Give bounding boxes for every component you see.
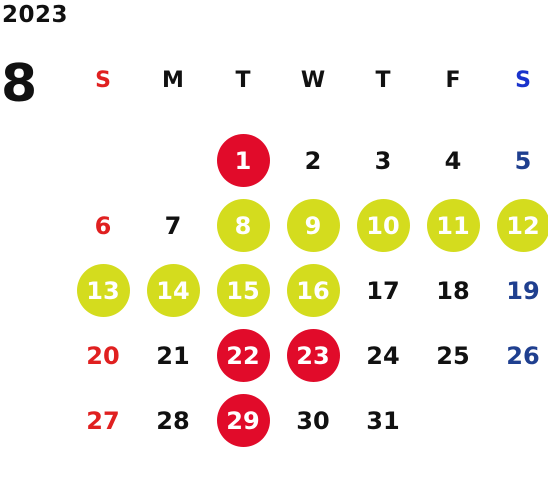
day-number: 18 (436, 276, 470, 305)
day-cell-1: 1 (208, 128, 278, 193)
highlight-yellow-day: 9 (286, 199, 340, 252)
weekday-wed: W (300, 67, 326, 93)
day-cell-20: 20 (68, 323, 138, 388)
weekday-sun: S (95, 67, 111, 93)
day-number: 31 (366, 406, 400, 435)
highlight-red-day: 1 (216, 134, 270, 187)
day-cell-14: 14 (138, 258, 208, 323)
day-number: 3 (374, 146, 392, 175)
day-cell-22: 22 (208, 323, 278, 388)
calendar-month: 8 (1, 54, 38, 114)
day-cell-2: 2 (278, 128, 348, 193)
day-cell-11: 11 (418, 193, 488, 258)
day-number: 25 (436, 341, 470, 370)
day-number: 20 (86, 341, 120, 370)
day-cell-29: 29 (208, 388, 278, 453)
empty-day-cell (418, 388, 488, 453)
day-number: 24 (366, 341, 400, 370)
day-cell-27: 27 (68, 388, 138, 453)
day-number: 2 (304, 146, 322, 175)
day-cell-26: 26 (488, 323, 548, 388)
day-cell-31: 31 (348, 388, 418, 453)
highlight-yellow-day: 16 (286, 264, 340, 317)
day-cell-12: 12 (488, 193, 548, 258)
day-number: 27 (86, 406, 120, 435)
highlight-yellow-day: 11 (426, 199, 480, 252)
highlight-red-day: 22 (216, 329, 270, 382)
day-cell-18: 18 (418, 258, 488, 323)
highlight-yellow-day: 13 (76, 264, 130, 317)
day-cell-25: 25 (418, 323, 488, 388)
day-number: 30 (296, 406, 330, 435)
day-number: 19 (506, 276, 540, 305)
highlight-red-day: 29 (216, 394, 270, 447)
day-number: 5 (514, 146, 532, 175)
day-cell-7: 7 (138, 193, 208, 258)
empty-day-cell (138, 128, 208, 193)
day-cell-5: 5 (488, 128, 548, 193)
day-cell-19: 19 (488, 258, 548, 323)
day-cell-21: 21 (138, 323, 208, 388)
day-cell-9: 9 (278, 193, 348, 258)
day-cell-10: 10 (348, 193, 418, 258)
day-cell-23: 23 (278, 323, 348, 388)
highlight-red-day: 23 (286, 329, 340, 382)
day-number: 6 (94, 211, 112, 240)
day-cell-15: 15 (208, 258, 278, 323)
day-number: 21 (156, 341, 190, 370)
highlight-yellow-day: 10 (356, 199, 410, 252)
day-cell-8: 8 (208, 193, 278, 258)
day-number: 26 (506, 341, 540, 370)
weekday-thu: T (375, 67, 391, 93)
highlight-yellow-day: 12 (496, 199, 548, 252)
day-cell-30: 30 (278, 388, 348, 453)
empty-day-cell (68, 128, 138, 193)
day-cell-13: 13 (68, 258, 138, 323)
day-cell-16: 16 (278, 258, 348, 323)
day-cell-6: 6 (68, 193, 138, 258)
day-number: 28 (156, 406, 190, 435)
day-cell-3: 3 (348, 128, 418, 193)
weekday-mon: M (162, 67, 184, 93)
day-cell-24: 24 (348, 323, 418, 388)
empty-day-cell (488, 388, 548, 453)
weekday-sat: S (515, 67, 531, 93)
calendar-year: 2023 (2, 2, 69, 28)
weekday-tue: T (235, 67, 251, 93)
day-cell-17: 17 (348, 258, 418, 323)
highlight-yellow-day: 15 (216, 264, 270, 317)
day-number: 17 (366, 276, 400, 305)
weekday-fri: F (445, 67, 461, 93)
day-number: 4 (444, 146, 462, 175)
highlight-yellow-day: 14 (146, 264, 200, 317)
highlight-yellow-day: 8 (216, 199, 270, 252)
day-cell-4: 4 (418, 128, 488, 193)
day-number: 7 (164, 211, 182, 240)
day-cell-28: 28 (138, 388, 208, 453)
